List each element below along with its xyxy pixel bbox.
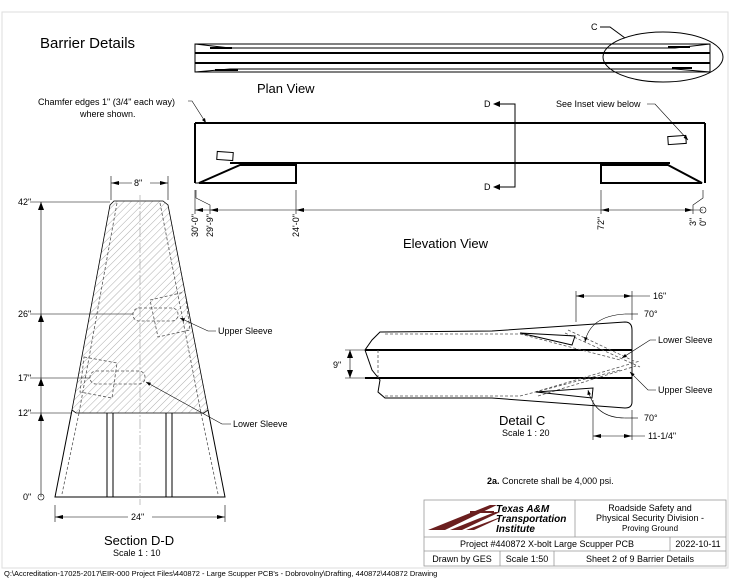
detail-c-callout-label: C [591,22,598,32]
section-dd-label: Section D-D [104,533,174,548]
angle-bottom: 70° [644,413,658,423]
dim-16: 16" [653,291,666,301]
angle-top: 70° [644,309,658,319]
section-dd-scale: Scale 1 : 10 [113,548,161,558]
sheet-title: Barrier Details [40,35,135,52]
plan-view: C Plan View [194,22,724,96]
detail-c-lower-sleeve-label: Lower Sleeve [658,335,713,345]
chamfer-note-line2: where shown. [79,109,136,119]
drawing-date: 2022-10-11 [675,539,720,549]
file-path: Q:\Accreditation-17025-2017\EIR-000 Proj… [4,569,437,578]
upper-sleeve-label: Upper Sleeve [218,326,273,336]
height-26: 26" [18,309,31,319]
note-text: Concrete shall be 4,000 psi. [502,476,614,486]
sheet-border [1,11,729,569]
chamfer-note-line1: Chamfer edges 1" (3/4" each way) [38,97,175,107]
sleeve-right [667,134,687,146]
detail-c-callout-circle [602,31,724,83]
sleeve-left [216,150,234,162]
sheet-number: Sheet 2 of 9 Barrier Details [586,554,695,564]
division-line1: Roadside Safety and [608,503,692,513]
detail-c-label: Detail C [499,413,545,428]
detail-c-upper-sleeve-label: Upper Sleeve [658,385,713,395]
plan-view-label: Plan View [257,81,315,96]
section-dd: 42" 26" 17" 12" 0" 8" 24" Upper Sleeve L… [18,176,288,558]
dim-29-9: 29'-9" [205,214,215,237]
tti-logo: Texas A&M Transportation Institute [428,504,566,535]
top-width: 8" [134,178,142,188]
height-12: 12" [18,408,31,418]
division-line3: Proving Ground [622,524,678,533]
height-17: 17" [18,373,31,383]
lower-sleeve-label: Lower Sleeve [233,419,288,429]
dim-0: 0" [698,218,708,226]
detail-c-scale: Scale 1 : 20 [502,428,550,438]
dim-72: 72" [596,217,606,230]
lower-sleeve-slot [89,370,146,385]
logo-line2: Transportation [496,514,566,525]
elevation-view-label: Elevation View [403,236,489,251]
logo-line3: Institute [496,524,535,535]
section-mark-bottom: D [484,182,491,192]
dim-24-0: 24'-0" [291,214,301,237]
dim-3: 3" [688,218,698,226]
title-block: Texas A&M Transportation Institute Roads… [423,499,727,567]
note-number: 2a. [487,476,500,486]
elevation-view: D D Chamfer edges 1" (3/4" each way) whe… [38,97,708,251]
height-42: 42" [18,197,31,207]
upper-sleeve-slot [132,307,179,322]
dim-30-0: 30'-0" [190,214,200,237]
logo-line1: Texas A&M [496,504,550,515]
section-mark-top: D [484,99,491,109]
dim-11-1-4: 11-1/4" [648,431,676,441]
detail-c: 9" 16" 70° 70° 11-1/4" Lower Sleeve Uppe… [333,291,713,441]
dim-9: 9" [333,360,341,370]
concrete-note: 2a. Concrete shall be 4,000 psi. [487,476,614,486]
drawn-by: Drawn by GES [432,554,492,564]
drawing-scale: Scale 1:50 [506,554,549,564]
project-name: Project #440872 X-bolt Large Scupper PCB [460,539,634,549]
division-line2: Physical Security Division - [596,513,704,523]
inset-note: See Inset view below [556,99,641,109]
height-0: 0" [23,492,31,502]
bottom-width: 24" [131,512,144,522]
